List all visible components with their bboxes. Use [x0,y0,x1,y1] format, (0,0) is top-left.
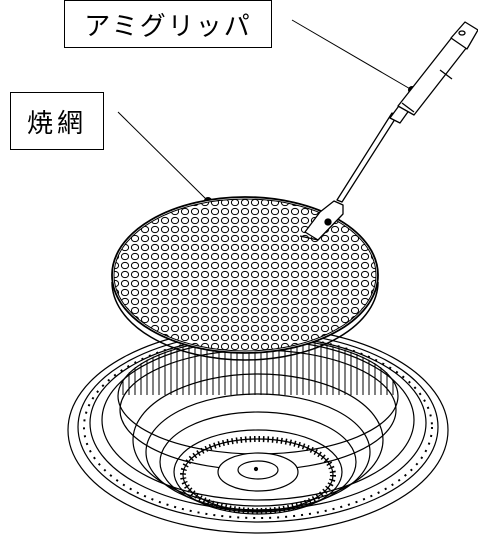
grill-base [67,326,449,534]
grill-net-label: 焼網 [10,92,104,150]
grill-net [111,196,379,361]
grill-leader-line [117,111,209,202]
grip-tool [299,21,478,241]
leader-lines [117,19,413,202]
grip-shaft [336,112,398,203]
grip-leader-line [291,19,413,91]
grip-tool-label: アミグリッパ [64,0,272,48]
burner [180,436,336,514]
grip-handle [397,35,468,116]
